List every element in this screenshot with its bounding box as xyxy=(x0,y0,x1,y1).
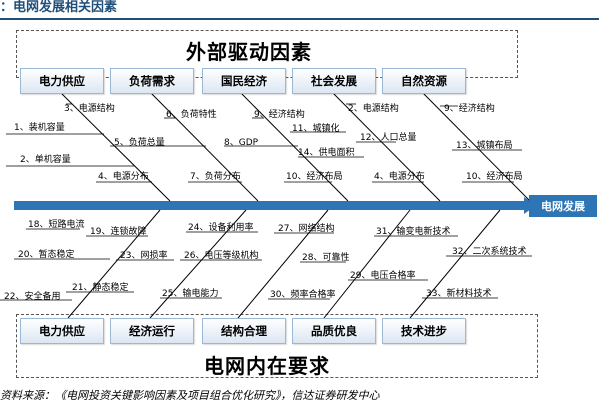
factor-label: 4、电源分布 xyxy=(374,172,425,182)
factor-label: 2、单机容量 xyxy=(20,155,71,165)
factor-label: 1、装机容量 xyxy=(14,123,65,133)
bone-bottom-4 xyxy=(323,209,411,319)
factor-label: 9、经济结构 xyxy=(254,110,305,120)
factor-label: 10、经济布局 xyxy=(466,172,523,182)
factor-label: 12、人口总量 xyxy=(360,133,417,143)
factor-label: 19、连锁故障 xyxy=(90,227,147,237)
factor-label: 7、负荷分布 xyxy=(190,172,241,182)
factor-label: 14、供电面积 xyxy=(298,148,355,158)
factor-label: 2、电源结构 xyxy=(348,104,399,114)
category-top-5: 自然资源 xyxy=(382,68,466,94)
factor-label: 9、经济结构 xyxy=(444,104,495,114)
category-top-3: 国民经济 xyxy=(202,68,286,94)
category-bottom-4: 品质优良 xyxy=(292,318,376,344)
factor-label: 13、城镇布局 xyxy=(456,141,513,151)
bone-bottom-1 xyxy=(67,209,161,319)
factor-label: 30、频率合格率 xyxy=(270,290,336,300)
bone-bottom-2 xyxy=(149,209,247,319)
factor-label: 4、电源分布 xyxy=(98,172,149,182)
bone-bottom-3 xyxy=(237,209,329,319)
category-top-2: 负荷需求 xyxy=(110,68,194,94)
factor-label: 20、暂态稳定 xyxy=(18,250,75,260)
factor-label: 27、网络结构 xyxy=(278,224,335,234)
factor-label: 24、设备利用率 xyxy=(188,223,254,233)
factor-label: 18、短路电流 xyxy=(28,220,85,230)
factor-label: 22、安全备用 xyxy=(4,292,61,302)
factor-label: 5、负荷总量 xyxy=(114,138,165,148)
bone-top-1 xyxy=(57,89,171,202)
factor-label: 31、输变电新技术 xyxy=(376,227,451,237)
bone-top-5 xyxy=(419,89,531,202)
factor-label: 23、网损率 xyxy=(120,251,168,261)
factor-label: 26、电压等级机构 xyxy=(184,251,259,261)
factor-label: 29、电压合格率 xyxy=(350,271,416,281)
internal-requirements-box xyxy=(16,314,538,378)
factor-label: 11、城镇化 xyxy=(292,124,340,134)
factor-label: 6、负荷特性 xyxy=(166,110,217,120)
factor-label: 21、静态稳定 xyxy=(72,283,129,293)
bone-bottom-5 xyxy=(409,209,501,319)
factor-label: 25、输电能力 xyxy=(162,289,219,299)
factor-label: 3、电源结构 xyxy=(64,104,115,114)
internal-requirements-title: 电网内在要求 xyxy=(204,354,330,378)
bone-top-3 xyxy=(237,89,349,202)
header-bar: ：电网发展相关因素 xyxy=(0,0,599,20)
factor-label: 28、可靠性 xyxy=(302,253,350,263)
figure-caption: ：电网发展相关因素 xyxy=(0,0,118,15)
factor-label: 10、经济布局 xyxy=(286,172,343,182)
category-bottom-2: 经济运行 xyxy=(110,318,194,344)
factor-label: 32、二次系统技术 xyxy=(452,247,527,257)
category-bottom-1: 电力供应 xyxy=(20,318,104,344)
factor-label: 33、新材料技术 xyxy=(426,289,492,299)
bone-top-4 xyxy=(329,89,441,202)
source-note: 资料来源：《电网投资关键影响因素及项目组合优化研究》，信达证券研发中心 xyxy=(0,389,380,402)
category-top-1: 电力供应 xyxy=(20,68,104,94)
bone-top-2 xyxy=(147,89,259,202)
category-top-4: 社会发展 xyxy=(292,68,376,94)
target-box-grid-development: 电网发展 xyxy=(529,195,597,217)
category-bottom-3: 结构合理 xyxy=(202,318,286,344)
spine xyxy=(14,201,524,210)
factor-label: 8、GDP xyxy=(224,138,259,148)
category-bottom-5: 技术进步 xyxy=(382,318,466,344)
external-factors-title: 外部驱动因素 xyxy=(186,40,312,64)
